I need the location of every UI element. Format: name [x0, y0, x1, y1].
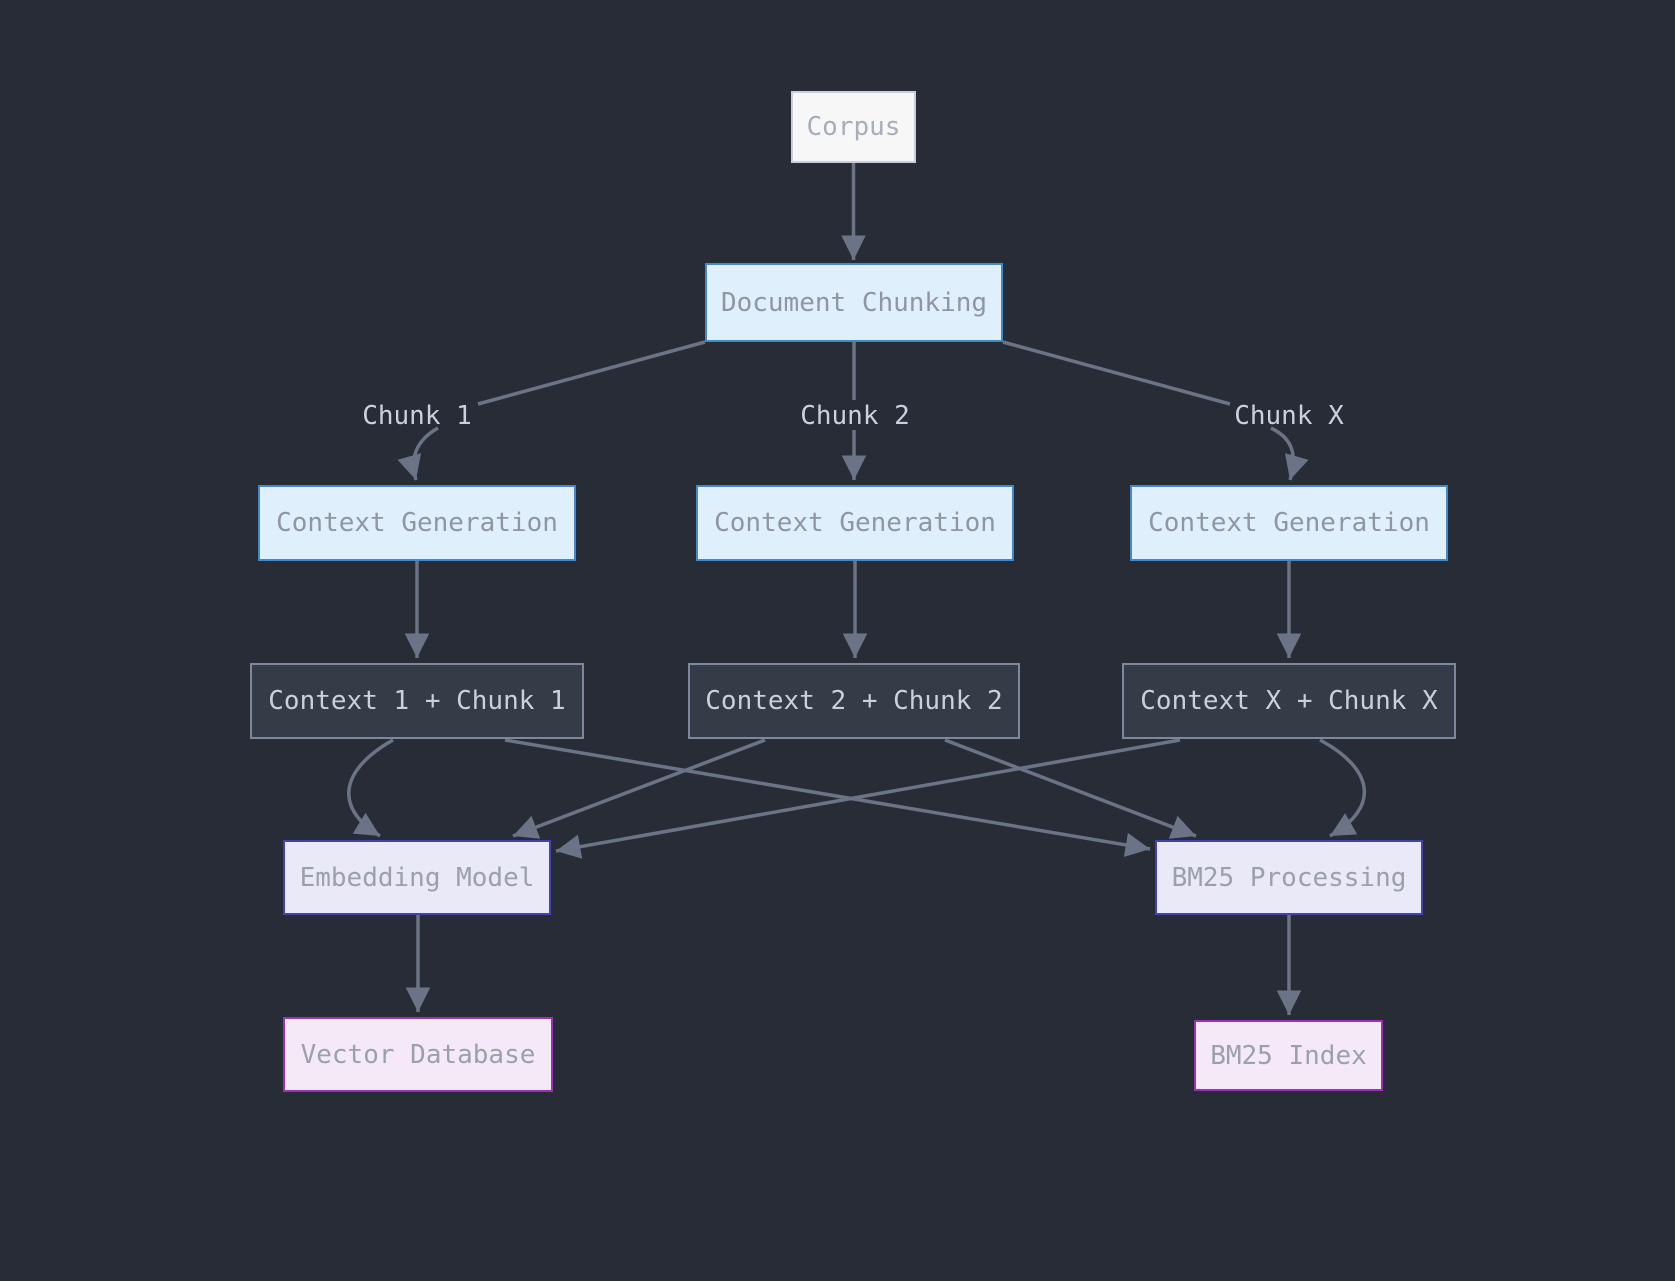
edge-label-chunk-1: Chunk 1 [362, 401, 472, 431]
edge-combine2-to-bm25 [944, 738, 1197, 839]
edge-combine3-to-embedding [555, 738, 1181, 859]
node-context-generation-x: Context Generation [1130, 485, 1448, 561]
node-document-chunking: Document Chunking [705, 263, 1003, 342]
edge-label-chunk-2: Chunk 2 [800, 401, 910, 431]
node-corpus-label: Corpus [806, 112, 901, 142]
node-context-chunk-x: Context X + Chunk X [1122, 663, 1456, 739]
node-bm25-index: BM25 Index [1194, 1020, 1383, 1091]
node-vector-database: Vector Database [283, 1017, 553, 1092]
node-context-generation-1-label: Context Generation [276, 508, 558, 538]
edge-label1-to-contextgen1 [397, 426, 439, 481]
node-bm25-processing-label: BM25 Processing [1171, 862, 1407, 893]
edge-combine2-to-embedding [512, 738, 766, 839]
node-context-generation-2: Context Generation [696, 485, 1014, 561]
edge-chunking-to-label1 [477, 340, 706, 406]
edge-label-chunk-x: Chunk X [1234, 401, 1344, 431]
node-bm25-processing: BM25 Processing [1155, 840, 1423, 915]
node-context-generation-1: Context Generation [258, 485, 576, 561]
node-context-chunk-1-label: Context 1 + Chunk 1 [268, 686, 566, 716]
node-corpus: Corpus [791, 91, 916, 163]
node-context-generation-x-label: Context Generation [1148, 508, 1430, 538]
edge-combine1-to-embedding [347, 738, 394, 838]
node-context-chunk-1: Context 1 + Chunk 1 [250, 663, 584, 739]
node-bm25-index-label: BM25 Index [1210, 1040, 1367, 1071]
node-embedding-model: Embedding Model [283, 840, 551, 915]
node-context-chunk-2-label: Context 2 + Chunk 2 [705, 686, 1003, 716]
node-embedding-model-label: Embedding Model [299, 862, 535, 893]
node-context-chunk-x-label: Context X + Chunk X [1140, 686, 1438, 716]
node-vector-database-label: Vector Database [300, 1039, 536, 1070]
edge-chunking-to-label3 [1002, 340, 1231, 406]
node-context-generation-2-label: Context Generation [714, 508, 996, 538]
edge-combine3-to-bm25 [1319, 738, 1367, 838]
node-document-chunking-label: Document Chunking [720, 287, 988, 318]
edge-label3-to-contextgen3 [1270, 426, 1309, 481]
edge-combine1-to-bm25 [504, 738, 1151, 857]
node-context-chunk-2: Context 2 + Chunk 2 [688, 663, 1020, 739]
